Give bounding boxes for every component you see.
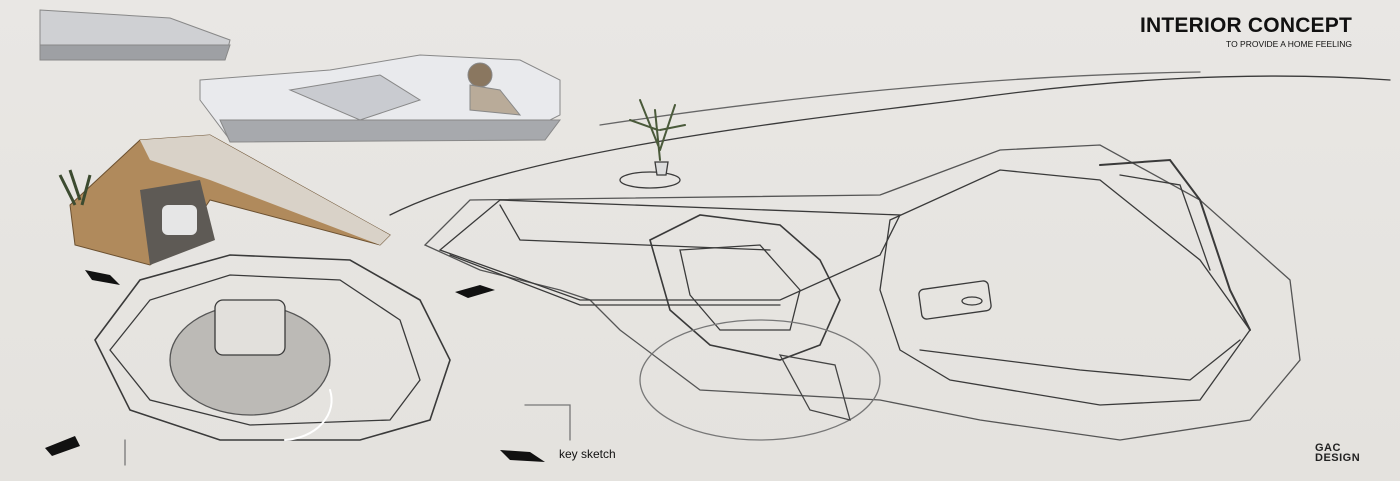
logo-line-2: DESIGN xyxy=(1315,452,1361,464)
swivel-chair xyxy=(649,214,841,361)
rear-bench xyxy=(438,199,902,301)
roof-line xyxy=(389,75,1391,216)
render-top xyxy=(39,9,561,143)
marker xyxy=(85,270,120,285)
marker xyxy=(455,285,495,298)
marker xyxy=(500,450,545,462)
floor-circle xyxy=(639,319,881,441)
page-title: INTERIOR CONCEPT xyxy=(1139,14,1352,37)
key-sketch-caption: key sketch xyxy=(559,447,616,461)
marker xyxy=(45,436,80,456)
gac-design-logo: GAC DESIGN xyxy=(1315,442,1361,464)
logo-line-1: GAC xyxy=(1315,442,1341,454)
lounge-seat xyxy=(879,169,1251,406)
console xyxy=(918,280,992,320)
main-floor xyxy=(423,144,1301,441)
page-subtitle: TO PROVIDE A HOME FEELING xyxy=(1226,39,1352,49)
key-sketch-car xyxy=(94,254,451,441)
render-wood-console xyxy=(58,134,391,266)
table xyxy=(619,171,681,189)
plant xyxy=(629,99,686,161)
